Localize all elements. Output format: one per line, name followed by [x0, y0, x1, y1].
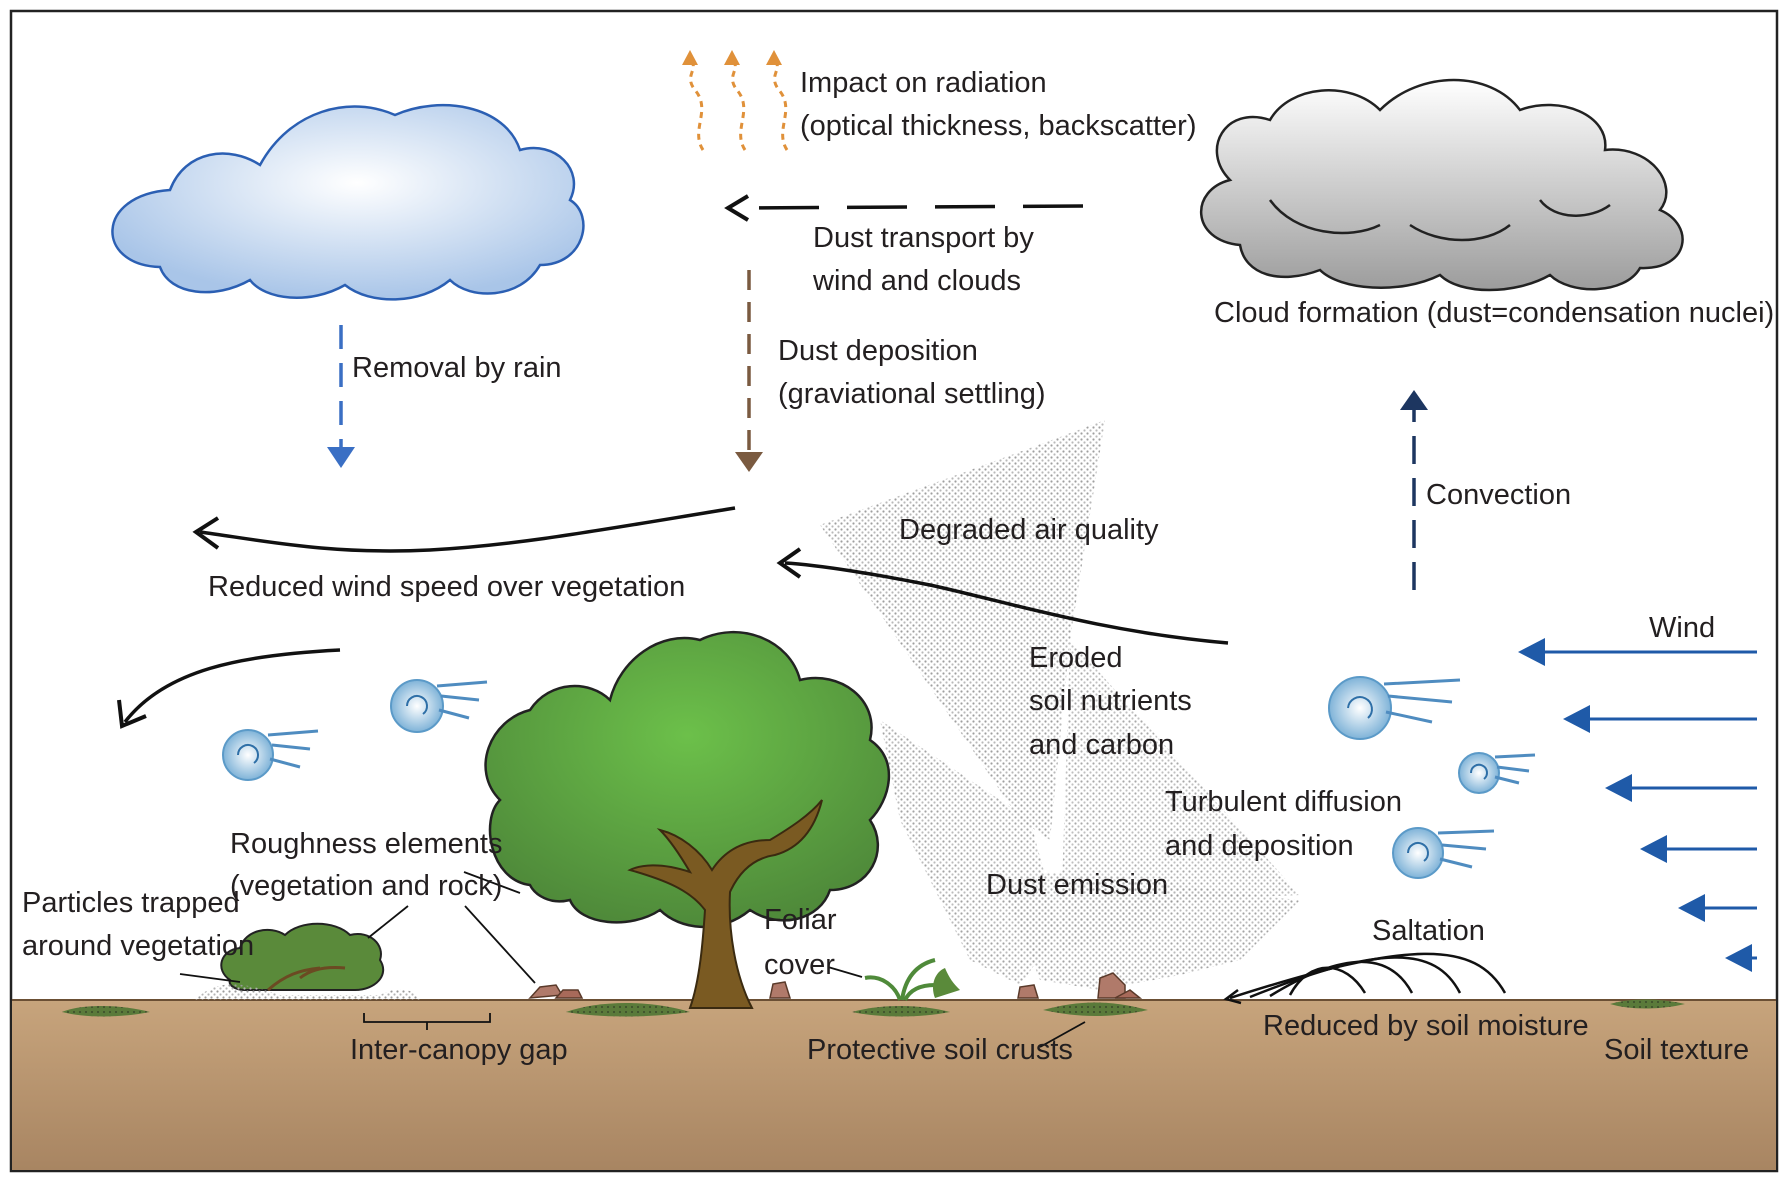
label-foliar-2: cover: [764, 949, 835, 981]
label-roughness-2: (vegetation and rock): [230, 870, 502, 902]
label-soil-texture: Soil texture: [1604, 1034, 1749, 1066]
label-eroded-1: Eroded: [1029, 642, 1123, 674]
leader-lines: [179, 871, 1086, 1048]
shrub: [195, 922, 420, 1000]
labels: Impact on radiation (optical thickness, …: [22, 67, 1774, 1066]
saltation-arcs: [1223, 952, 1507, 1005]
grass-plant: [864, 958, 960, 1002]
label-convection: Convection: [1426, 479, 1571, 511]
convection-arrow: [1400, 390, 1428, 590]
label-dust-transport-1: Dust transport by: [813, 222, 1034, 254]
ground: [12, 1000, 1776, 1170]
label-removal-by-rain: Removal by rain: [352, 352, 562, 384]
wind-arrows: [1518, 638, 1757, 972]
label-eroded-3: and carbon: [1029, 729, 1174, 761]
label-reduced-wind-speed: Reduced wind speed over vegetation: [208, 571, 685, 603]
label-inter-canopy-gap: Inter-canopy gap: [350, 1034, 568, 1066]
label-saltation: Saltation: [1372, 915, 1485, 947]
radiation-arrowheads: [682, 50, 782, 65]
rocks: [528, 972, 1143, 999]
label-foliar-1: Foliar: [764, 904, 837, 936]
dust-plume: [820, 420, 1300, 990]
turbulence-swirls: [222, 676, 1536, 879]
label-particles-trapped-2: around vegetation: [22, 930, 254, 962]
label-roughness-1: Roughness elements: [230, 828, 502, 860]
label-eroded-2: soil nutrients: [1029, 685, 1192, 717]
dust-deposition-arrow: [735, 270, 763, 472]
swirl-icon: [1392, 827, 1495, 879]
storm-cloud: [1200, 78, 1684, 292]
swirl-icon: [222, 729, 319, 781]
label-cloud-formation: Cloud formation (dust=condensation nucle…: [1214, 297, 1774, 329]
label-dust-emission: Dust emission: [986, 869, 1168, 901]
reduced-wind-arrow-lower: [117, 648, 341, 729]
rain-cloud: [111, 103, 585, 301]
label-impact-radiation-1: Impact on radiation: [800, 67, 1047, 99]
label-dust-deposition-1: Dust deposition: [778, 335, 978, 367]
dust-transport-arrow: [724, 194, 1084, 222]
wind-over-plume-arrow: [776, 547, 1229, 645]
label-turbulent-1: Turbulent diffusion: [1165, 786, 1402, 818]
tree: [484, 630, 891, 1009]
label-dust-transport-2: wind and clouds: [812, 265, 1021, 297]
reduced-wind-arrow-upper: [192, 506, 736, 553]
label-reduced-soil-moisture: Reduced by soil moisture: [1263, 1010, 1589, 1042]
soil-crusts: [62, 999, 1685, 1017]
swirl-icon: [1328, 676, 1461, 740]
label-wind: Wind: [1649, 612, 1715, 644]
swirl-icon: [1458, 752, 1536, 794]
label-impact-radiation-2: (optical thickness, backscatter): [800, 110, 1196, 142]
label-degraded-air-quality: Degraded air quality: [899, 514, 1159, 546]
label-particles-trapped-1: Particles trapped: [22, 887, 240, 919]
swirl-icon: [390, 679, 488, 733]
rain-removal-arrow: [327, 325, 355, 468]
label-dust-deposition-2: (graviational settling): [778, 378, 1046, 410]
label-turbulent-2: and deposition: [1165, 830, 1354, 862]
label-protective-crusts: Protective soil crusts: [807, 1034, 1073, 1066]
